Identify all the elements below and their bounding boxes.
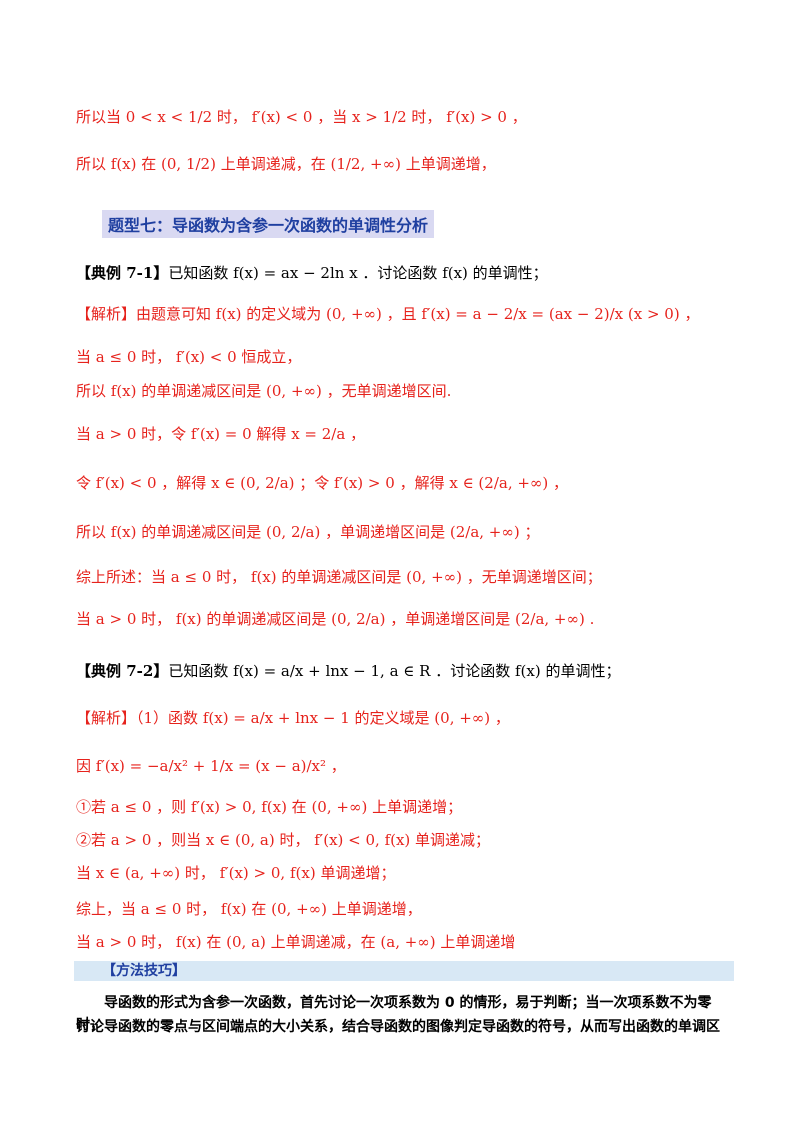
solution-1-line-4: 当 a > 0 时，令 f′(x) = 0 解得 x = 2/a ， xyxy=(76,425,366,443)
solution-2-line-3: ①若 a ≤ 0 ，则 f′(x) > 0, f(x) 在 (0, +∞) 上单… xyxy=(76,798,463,816)
example-1-label: 【典例 7-1】 xyxy=(76,264,169,282)
solution-1-label: 【解析】 xyxy=(76,305,137,323)
method-tips-line-1: 导函数的形式为含参一次函数，首先讨论一次项系数为 0 的情形，易于判断；当一次项… xyxy=(76,995,712,1033)
example-2: 【典例 7-2】已知函数 f(x) = a/x + lnx − 1, a ∈ R… xyxy=(76,660,760,682)
solution-2-line-5: 当 x ∈ (a, +∞) 时， f′(x) > 0, f(x) 单调递增； xyxy=(76,864,396,882)
solution-1-line-3: 所以 f(x) 的单调递减区间是 (0, +∞) ，无单调递增区间. xyxy=(76,382,452,400)
solution-2-line-4: ②若 a > 0 ，则当 x ∈ (0, a) 时， f′(x) < 0, f(… xyxy=(76,831,491,849)
solution-2-text-1: （1）函数 f(x) = a/x + lnx − 1 的定义域是 (0, +∞)… xyxy=(136,709,510,727)
solution-1-line-7: 综上所述：当 a ≤ 0 时， f(x) 的单调递减区间是 (0, +∞) ，无… xyxy=(76,568,602,586)
text-line-1: 所以当 0 < x < 1/2 时， f′(x) < 0 ，当 x > 1/2 … xyxy=(76,108,527,126)
text-line-2: 所以 f(x) 在 (0, 1/2) 上单调递减，在 (1/2, +∞) 上单调… xyxy=(76,155,496,173)
method-tips-banner xyxy=(74,961,734,981)
solution-1-line-5: 令 f′(x) < 0 ，解得 x ∈ (0, 2/a) ；令 f′(x) > … xyxy=(76,474,569,492)
solution-1-line-2: 当 a ≤ 0 时， f′(x) < 0 恒成立， xyxy=(76,348,302,366)
solution-2-label: 【解析】 xyxy=(76,709,137,727)
solution-1-line-8: 当 a > 0 时， f(x) 的单调递减区间是 (0, 2/a) ，单调递增区… xyxy=(76,610,595,628)
solution-2-line-7: 当 a > 0 时， f(x) 在 (0, a) 上单调递减，在 (a, +∞)… xyxy=(76,933,516,951)
solution-1-line-6: 所以 f(x) 的单调递减区间是 (0, 2/a) ，单调递增区间是 (2/a,… xyxy=(76,523,540,541)
example-2-label: 【典例 7-2】 xyxy=(76,662,169,680)
section-title: 题型七：导函数为含参一次函数的单调性分析 xyxy=(102,210,435,238)
solution-2-line-2: 因 f′(x) = −a/x² + 1/x = (x − a)/x² ， xyxy=(76,757,346,775)
solution-1-text-1: 由题意可知 f(x) 的定义域为 (0, +∞) ，且 f′(x) = a − … xyxy=(136,305,700,323)
example-1-text: 已知函数 f(x) = ax − 2ln x ．讨论函数 f(x) 的单调性； xyxy=(168,264,548,282)
example-1: 【典例 7-1】已知函数 f(x) = ax − 2ln x ．讨论函数 f(x… xyxy=(76,262,760,284)
example-2-text: 已知函数 f(x) = a/x + lnx − 1, a ∈ R ．讨论函数 f… xyxy=(168,662,621,680)
solution-2-line-6: 综上，当 a ≤ 0 时， f(x) 在 (0, +∞) 上单调递增， xyxy=(76,900,422,918)
method-tips-title: 【方法技巧】 xyxy=(102,963,186,979)
solution-2-line-1: 【解析】（1）函数 f(x) = a/x + lnx − 1 的定义域是 (0,… xyxy=(76,707,760,729)
solution-1-line-1: 【解析】由题意可知 f(x) 的定义域为 (0, +∞) ，且 f′(x) = … xyxy=(76,303,760,325)
method-tips-line-2: 讨论导函数的零点与区间端点的大小关系，结合导函数的图像判定导函数的符号，从而写出… xyxy=(76,1019,720,1035)
